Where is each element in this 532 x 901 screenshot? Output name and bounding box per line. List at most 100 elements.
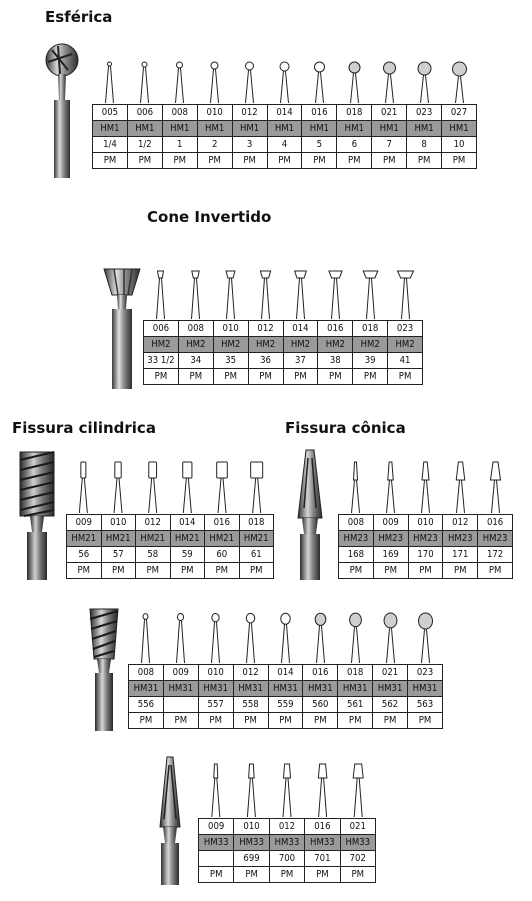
- shank-type-cell: PM: [128, 712, 164, 729]
- shank-type-cell: PM: [387, 368, 423, 385]
- bur-outline: [362, 270, 379, 320]
- hm-code-cell: HM1: [231, 120, 268, 137]
- shank-type-cell: PM: [267, 712, 304, 729]
- hm-code-cell: HM23: [442, 530, 479, 547]
- ref-number-cell: 36: [247, 352, 284, 369]
- shank-type-cell: PM: [66, 562, 102, 579]
- bur-silhouettes: [156, 270, 415, 320]
- hm-code-cell: HM2: [387, 336, 423, 353]
- bur-outline: [105, 61, 114, 104]
- size-cell: 016: [477, 514, 513, 531]
- hm-code-cell: HM31: [162, 680, 199, 697]
- hm-code-cell: HM21: [100, 530, 136, 547]
- ref-number-cell: 701: [304, 850, 341, 867]
- shank-type-cell: PM: [282, 368, 319, 385]
- size-cell: 010: [196, 104, 233, 121]
- shank-type-cell: PM: [268, 866, 306, 883]
- shank-type-cell: PM: [302, 712, 339, 729]
- ref-number-cell: 41: [387, 352, 423, 369]
- bur-outline: [396, 270, 415, 320]
- size-cell: 012: [247, 320, 284, 337]
- bur-outline: [317, 763, 328, 818]
- shank-type-cell: PM: [233, 866, 270, 883]
- hm-code-cell: HM23: [372, 530, 409, 547]
- size-cell: 010: [100, 514, 136, 531]
- shank-type-cell: PM: [339, 866, 377, 883]
- ref-number-cell: [197, 850, 235, 867]
- ref-number-cell: 556: [128, 696, 164, 713]
- shank-type-cell: PM: [100, 562, 136, 579]
- bur-outline: [140, 61, 149, 104]
- bur-outline: [211, 763, 221, 818]
- hm-code-cell: HM1: [126, 120, 163, 137]
- hm-code-cell: HM23: [477, 530, 513, 547]
- shank-type-cell: PM: [266, 152, 303, 169]
- hm-code-cell: HM2: [247, 336, 284, 353]
- size-cell: 014: [282, 320, 319, 337]
- hm-code-cell: HM23: [338, 530, 374, 547]
- size-cell: 006: [143, 320, 179, 337]
- hm-code-cell: HM2: [143, 336, 179, 353]
- ref-number-cell: 59: [169, 546, 205, 563]
- hm-code-cell: HM1: [441, 120, 477, 137]
- shank-type-cell: PM: [407, 712, 443, 729]
- heading-cone-invertido: Cone Invertido: [147, 208, 272, 226]
- ref-number-cell: 8: [406, 136, 443, 153]
- shank-type-cell: PM: [212, 368, 249, 385]
- shank-type-cell: PM: [126, 152, 163, 169]
- ref-number-cell: 4: [266, 136, 303, 153]
- ref-number-cell: 169: [372, 546, 409, 563]
- size-cell: 018: [352, 320, 389, 337]
- bur-outline: [352, 763, 364, 818]
- bur-outline: [489, 461, 502, 514]
- ref-number-cell: 56: [66, 546, 102, 563]
- bur-outline: [250, 461, 264, 514]
- bur-outline: [293, 270, 308, 320]
- hm-code-cell: HM2: [177, 336, 214, 353]
- hm-code-cell: HM31: [302, 680, 339, 697]
- size-cell: 018: [337, 664, 374, 681]
- shank-type-cell: PM: [304, 866, 341, 883]
- ref-number-cell: 702: [339, 850, 377, 867]
- hm-code-cell: HM31: [197, 680, 234, 697]
- bur-outline: [349, 612, 362, 664]
- size-cell: 012: [442, 514, 479, 531]
- bur-outline: [113, 461, 123, 514]
- shank-type-cell: PM: [161, 152, 198, 169]
- size-cell: 008: [338, 514, 374, 531]
- bur-outline: [383, 61, 396, 104]
- shank-type-cell: PM: [477, 562, 513, 579]
- heading-fissura-cilindrica: Fissura cilindrica: [12, 419, 156, 437]
- bur-silhouettes: [78, 461, 264, 514]
- shank-type-cell: PM: [337, 712, 374, 729]
- size-cell: 009: [197, 818, 235, 835]
- ref-number-cell: 562: [372, 696, 408, 713]
- bur-outline: [280, 612, 291, 664]
- photo-fissura-conica-bur: [297, 449, 323, 580]
- shank-type-cell: PM: [232, 712, 269, 729]
- bur-outline: [383, 612, 398, 664]
- shank-type-cell: PM: [197, 712, 234, 729]
- size-cell: 005: [92, 104, 128, 121]
- hm-code-cell: HM1: [161, 120, 198, 137]
- size-cell: 014: [266, 104, 303, 121]
- bur-outline: [175, 61, 184, 104]
- hm-code-cell: HM31: [407, 680, 443, 697]
- hm-code-cell: HM33: [268, 834, 306, 851]
- hm-code-cell: HM31: [337, 680, 374, 697]
- hm-code-cell: HM2: [317, 336, 354, 353]
- size-cell: 018: [336, 104, 373, 121]
- photo-hm31-bur: [89, 608, 119, 731]
- photo-esferica-bur: [45, 43, 79, 178]
